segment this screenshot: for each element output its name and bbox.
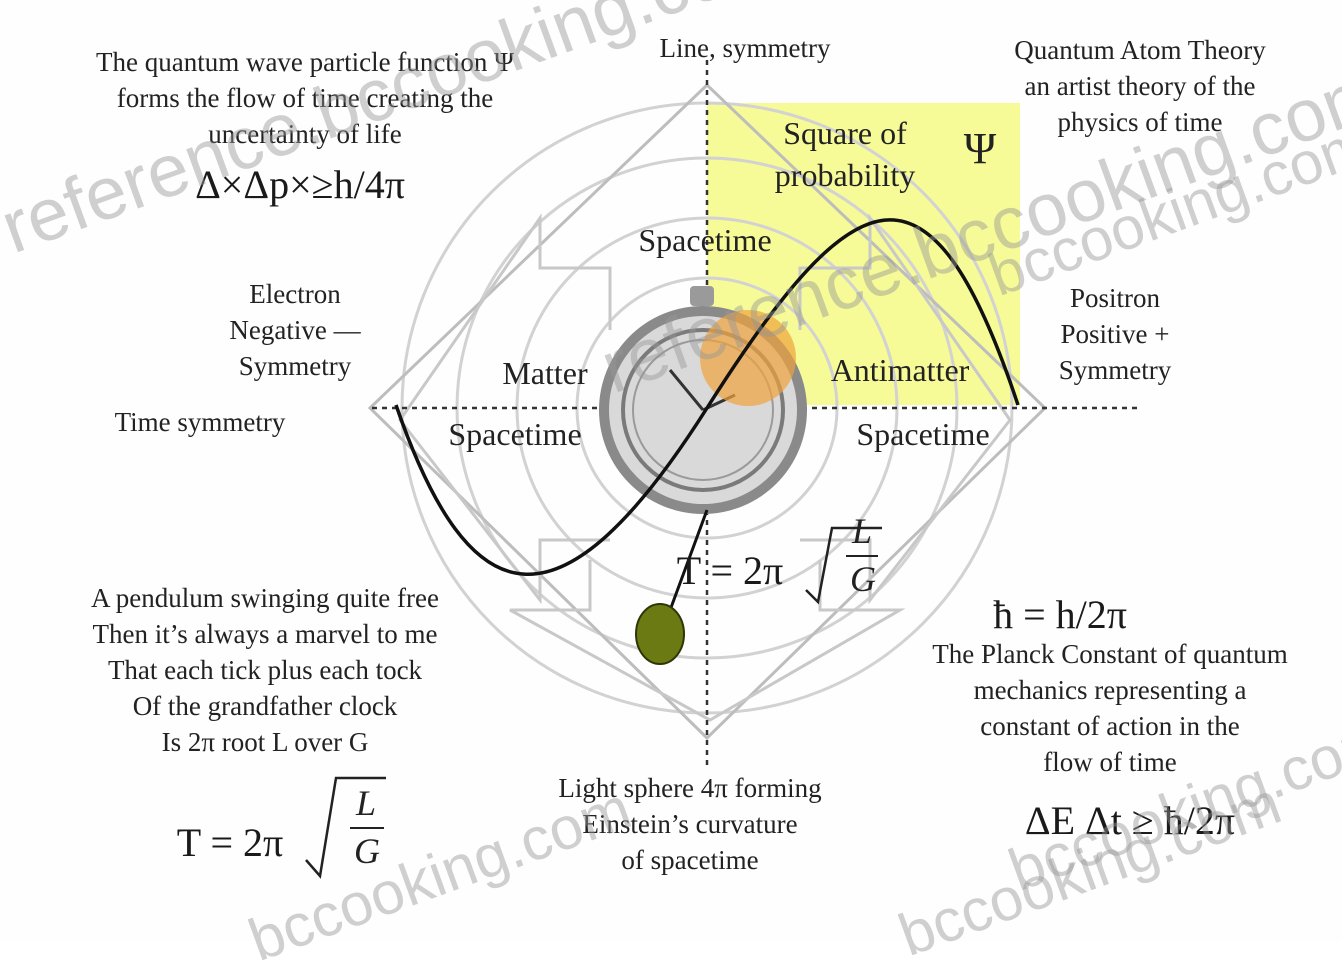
poem-line: Is 2π root L over G [161, 727, 369, 757]
sqrt-sign-bottom [305, 776, 386, 879]
diagram-graphics [305, 60, 1140, 879]
caption-line: The Planck Constant of quantum [932, 639, 1288, 669]
spacetime-right-label: Spacetime [856, 416, 990, 452]
pendulum-poem: A pendulum swinging quite free Then it’s… [40, 580, 490, 760]
poem-line: Of the grandfather clock [132, 691, 398, 721]
caption-line: uncertainty of life [208, 119, 402, 149]
caption-line: Einstein’s curvature [582, 809, 798, 839]
pendulum-formula-lhs: T = 2π [676, 548, 784, 593]
sqrt-sign-middle [805, 526, 882, 605]
top-left-caption: The quantum wave particle function Ψ for… [40, 44, 570, 152]
caption-line: Positive + [1060, 319, 1170, 349]
line-symmetry-label: Line, symmetry [659, 33, 831, 63]
caption-line: Quantum Atom Theory [1014, 35, 1266, 65]
top-right-caption: Quantum Atom Theory an artist theory of … [980, 32, 1300, 140]
light-sphere-caption: Light sphere 4π forming Einstein’s curva… [520, 770, 860, 878]
caption-line: Light sphere 4π forming [558, 773, 822, 803]
label-line: Square of [783, 115, 907, 151]
spacetime-left-label: Spacetime [448, 416, 582, 452]
caption-line: mechanics representing a [973, 675, 1247, 705]
pendulum-formula-denominator: G [850, 559, 876, 599]
pendulum-bob [635, 603, 685, 665]
bottom-formula-denominator: G [354, 831, 380, 871]
poem-line: That each tick plus each tock [107, 655, 423, 685]
poem-line: Then it’s always a marvel to me [92, 619, 438, 649]
caption-line: forms the flow of time creating the [116, 83, 494, 113]
caption-line: of spacetime [621, 845, 759, 875]
pendulum-formula-numerator: L [852, 511, 873, 551]
time-symmetry-label: Time symmetry [114, 407, 286, 437]
matter-label: Matter [502, 355, 588, 391]
caption-line: The quantum wave particle function Ψ [95, 47, 515, 77]
caption-line: physics of time [1057, 107, 1223, 137]
caption-line: Electron [249, 279, 341, 309]
spacetime-top-label: Spacetime [638, 222, 772, 258]
electron-caption: Electron Negative — Symmetry [190, 276, 400, 384]
reduced-planck-formula: ħ = h/2π [993, 592, 1127, 637]
square-of-probability-label: Square of probability [740, 112, 950, 196]
poem-line: A pendulum swinging quite free [91, 583, 439, 613]
caption-line: Symmetry [238, 351, 352, 381]
caption-line: Symmetry [1058, 355, 1172, 385]
positron-caption: Positron Positive + Symmetry [1010, 280, 1220, 388]
caption-line: constant of action in the [980, 711, 1240, 741]
bottom-formula-lhs: T = 2π [176, 820, 284, 865]
energy-time-formula: ΔE Δt ≥ ħ/2π [1024, 798, 1236, 843]
caption-line: Positron [1069, 283, 1161, 313]
wave-function-curve [394, 218, 1020, 576]
caption-line: Negative — [229, 315, 361, 345]
planck-caption: The Planck Constant of quantum mechanics… [890, 636, 1330, 780]
orange-glow [700, 310, 796, 406]
bottom-formula-numerator: L [356, 783, 377, 823]
label-line: probability [774, 157, 916, 193]
caption-line: flow of time [1043, 747, 1177, 777]
caption-line: an artist theory of the [1024, 71, 1256, 101]
antimatter-label: Antimatter [830, 352, 970, 388]
psi-symbol: Ψ [963, 124, 997, 173]
heisenberg-formula: Δ×Δp×≥h/4π [195, 162, 405, 207]
